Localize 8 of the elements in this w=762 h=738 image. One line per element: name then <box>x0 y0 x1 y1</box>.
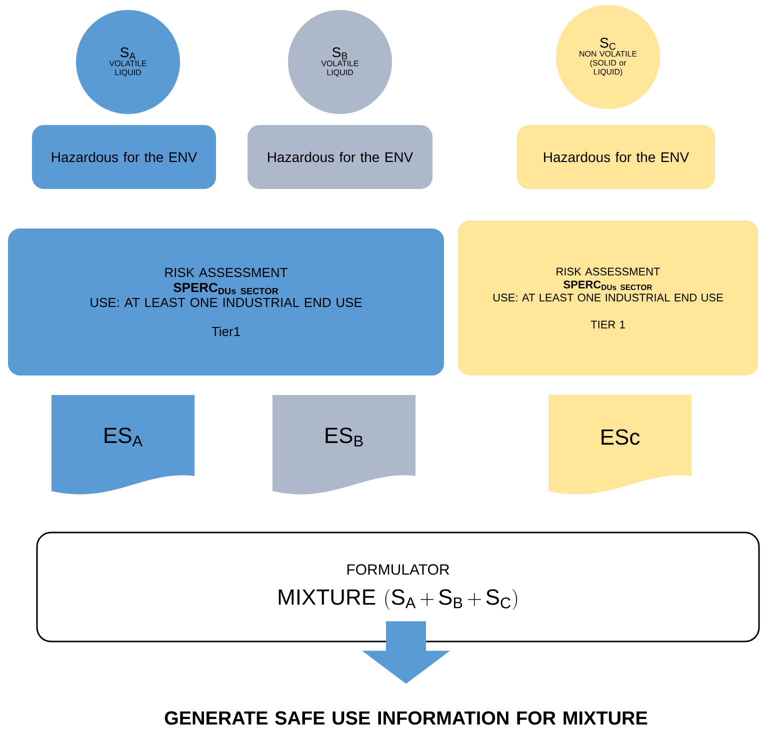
formulator-box: FORMULATOR $\mathrm{MIXTURE}\ (\mathrm{S}_{\mathrm{A}}\,{+}\,\mathrm{S}_{\mathrm{B}}\,{+}\,\mathrm{S}_{\mathrm{C}})$ <box>36 532 760 642</box>
risk-assessment-box: RISK ASSESSMENT $\mathbf{SPERC}_{\mathbf{DUs\ SECTOR}}$ USE: AT LEAST ONE INDUSTRIAL END USE Tier1 <box>8 228 444 376</box>
block-arrow <box>362 621 450 684</box>
conclusion-text: GENERATE SAFE USE INFORMATION FOR MIXTURE <box>164 711 648 725</box>
risk-assessment-box: RISK ASSESSMENT $\mathbf{SPERC}_{\mathbf{DUs\ SECTOR}}$ USE: AT LEAST ONE INDUSTRIAL END USE TIER 1 <box>458 220 758 376</box>
hazard-box: Hazardous for the ENV <box>32 125 216 189</box>
hazard-box: Hazardous for the ENV <box>517 125 716 189</box>
hazard-box: Hazardous for the ENV <box>248 125 432 189</box>
